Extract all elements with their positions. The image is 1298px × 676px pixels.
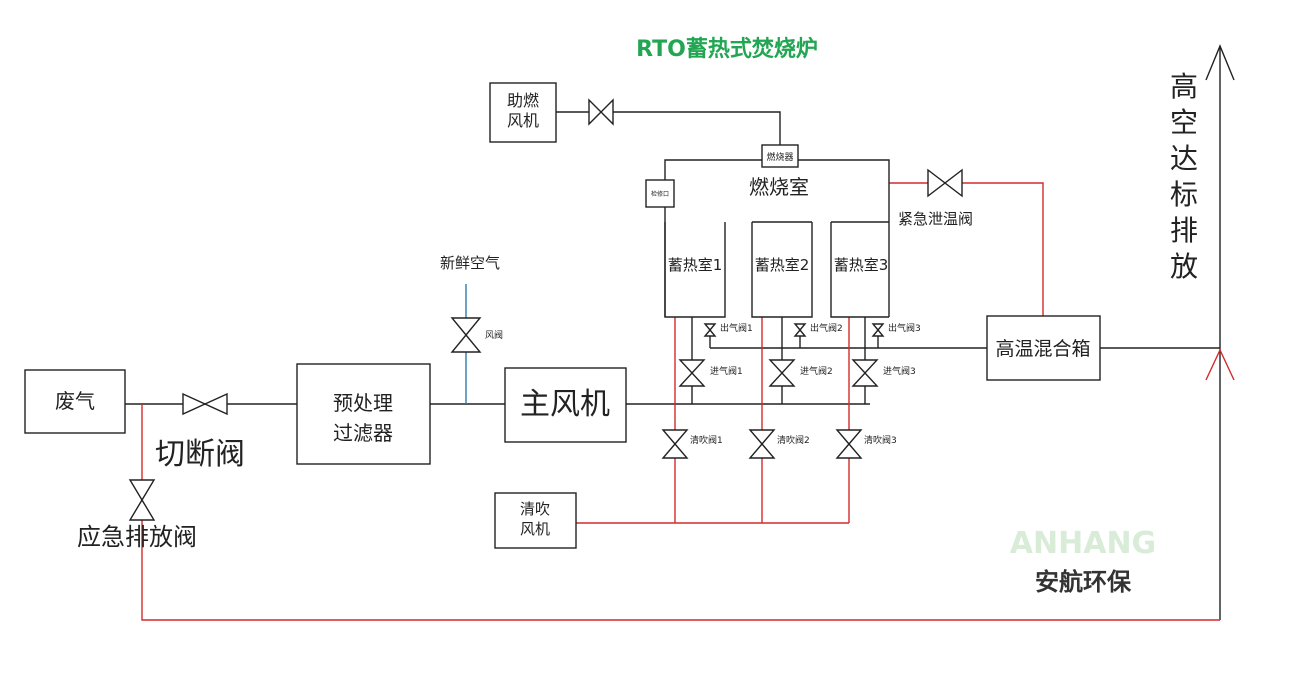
stack-arrow-icon: [1205, 44, 1235, 81]
emergency-valve-label: 应急排放阀: [77, 523, 197, 551]
inlet-valve1-top-icon: [678, 359, 706, 375]
pipe-to-burner: [613, 111, 781, 145]
inlet-valve3-bottom-icon: [851, 371, 879, 387]
purge-valve2-bottom-icon: [748, 442, 776, 459]
stack-char-5: 排: [1170, 214, 1198, 247]
purge-fan-label-2: 风机: [520, 520, 550, 538]
combustion-fan-box: [489, 82, 557, 143]
air-valve-label: 风阀: [485, 330, 503, 341]
stack-char-1: 高: [1170, 70, 1198, 103]
outlet-valve2-bottom-icon: [793, 328, 807, 337]
inspection-port-box: [645, 179, 675, 208]
outlet-valve3-label: 出气阀3: [888, 322, 921, 334]
combustion-chamber-label: 燃烧室: [749, 175, 809, 199]
outlet-valve1-bottom-icon: [703, 328, 717, 337]
watermark-cn: 安航环保: [1035, 568, 1132, 596]
emergency-temp-valve-label: 紧急泄温阀: [898, 210, 973, 228]
burner-box: [761, 144, 799, 168]
purge-valve3-label: 清吹阀3: [864, 434, 897, 446]
purge-valve3-top-icon: [835, 429, 863, 446]
inlet-valve2-top-icon: [768, 359, 796, 375]
mixing-box: [986, 315, 1101, 381]
purge-valve2-top-icon: [748, 429, 776, 446]
inlet-valve1-bottom-icon: [678, 371, 706, 387]
emergency-bypass-line: [141, 404, 1220, 621]
purge-valve1-bottom-icon: [661, 442, 689, 459]
diagram-title: RTO蓄热式焚烧炉: [636, 36, 818, 62]
inlet-valve3-label: 进气阀3: [883, 365, 916, 377]
red-pipe-to-mixbox: [962, 182, 1044, 316]
chamber3-box: [830, 222, 889, 318]
purge-fan-box: [494, 492, 577, 549]
inspection-port-label: 检修口: [651, 190, 669, 198]
outlet-valve3-bottom-icon: [871, 328, 885, 337]
chamber1-label: 蓄热室1: [668, 256, 723, 274]
watermark-en: ANHANG: [1010, 526, 1156, 561]
temp-valve-left-icon: [927, 168, 947, 198]
mixing-box-label: 高温混合箱: [995, 338, 1090, 360]
pretreat-filter-box: [296, 363, 431, 465]
combustion-fan-label-2: 风机: [507, 111, 539, 130]
main-fan-label: 主风机: [520, 387, 610, 422]
waste-gas-box: [24, 369, 126, 434]
combustion-valve-left-icon: [588, 98, 602, 126]
purge-valve2-label: 清吹阀2: [777, 434, 810, 446]
pretreat-label-1: 预处理: [333, 391, 393, 415]
fresh-air-label: 新鲜空气: [440, 254, 500, 272]
shutoff-valve-right-icon: [203, 392, 228, 416]
chamber2-box: [751, 222, 813, 318]
emergency-valve-top-icon: [128, 479, 156, 502]
inlet-valve1-label: 进气阀1: [710, 365, 743, 377]
air-valve-bottom-icon: [450, 333, 482, 353]
outlet-valve1-top-icon: [703, 323, 717, 332]
inlet-valve3-top-icon: [851, 359, 879, 375]
combustion-fan-label-1: 助燃: [507, 91, 539, 110]
chamber3-label: 蓄热室3: [834, 256, 889, 274]
outlet-valve2-top-icon: [793, 323, 807, 332]
shutoff-valve-left-icon: [182, 392, 207, 416]
waste-gas-label: 废气: [55, 389, 95, 413]
outlet-valve2-label: 出气阀2: [810, 322, 843, 334]
red-arrow-icon: [1205, 348, 1235, 381]
outlet-valve1-label: 出气阀1: [720, 322, 753, 334]
purge-valve3-bottom-icon: [835, 442, 863, 459]
purge-fan-label-1: 清吹: [520, 500, 550, 518]
purge-valve1-label: 清吹阀1: [690, 434, 723, 446]
stack-char-2: 空: [1170, 106, 1198, 139]
outlet-valve3-top-icon: [871, 323, 885, 332]
stack-char-3: 达: [1170, 142, 1198, 175]
burner-label: 燃烧器: [766, 151, 793, 163]
main-fan-box: [504, 367, 627, 443]
stack-char-6: 放: [1170, 250, 1198, 283]
emergency-valve-bottom-icon: [128, 498, 156, 521]
combustion-valve-right-icon: [600, 98, 614, 126]
air-valve-top-icon: [450, 317, 482, 337]
inlet-valve2-label: 进气阀2: [800, 365, 833, 377]
purge-valve1-top-icon: [661, 429, 689, 446]
shutoff-valve-label: 切断阀: [155, 437, 245, 472]
pretreat-label-2: 过滤器: [333, 421, 393, 445]
temp-valve-right-icon: [943, 168, 963, 198]
stack-char-4: 标: [1170, 178, 1198, 211]
chamber1-box: [664, 222, 726, 318]
chamber2-label: 蓄热室2: [755, 256, 810, 274]
inlet-valve2-bottom-icon: [768, 371, 796, 387]
